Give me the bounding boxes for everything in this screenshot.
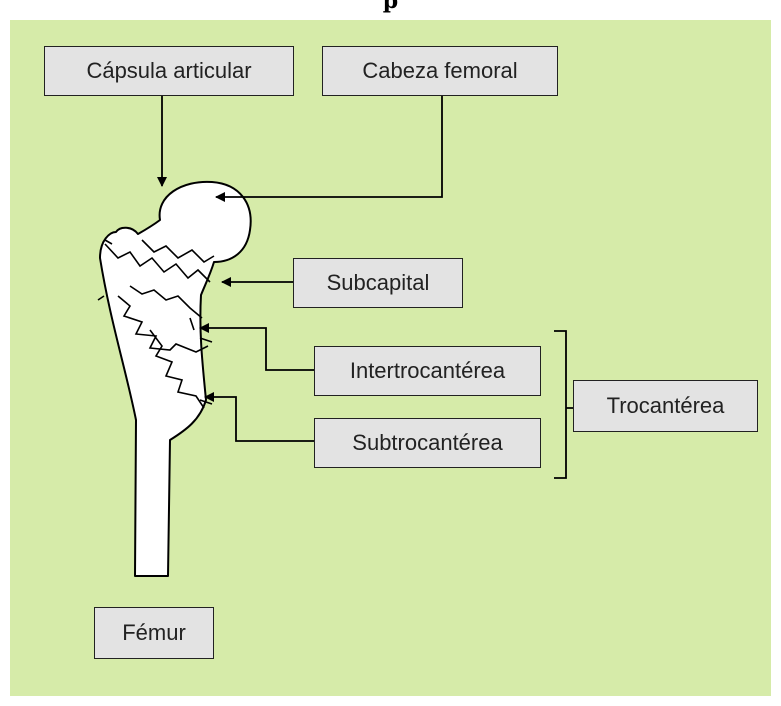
label-cabeza-femoral: Cabeza femoral [322, 46, 558, 96]
page-title: p [0, 0, 781, 18]
label-trocanterea: Trocantérea [573, 380, 758, 432]
intertrocanterea-arrow [200, 328, 316, 370]
diagram-panel: Cápsula articular Cabeza femoral Subcapi… [10, 20, 771, 696]
label-capsula-articular: Cápsula articular [44, 46, 294, 96]
page-title-text: p [383, 0, 398, 14]
label-femur: Fémur [94, 607, 214, 659]
trocanterea-bracket [554, 331, 574, 478]
cabeza-arrow [216, 96, 442, 197]
label-intertrocanterea: Intertrocantérea [314, 346, 541, 396]
label-subtrocanterea: Subtrocantérea [314, 418, 541, 468]
label-subcapital: Subcapital [293, 258, 463, 308]
subtrocanterea-arrow [205, 397, 316, 441]
